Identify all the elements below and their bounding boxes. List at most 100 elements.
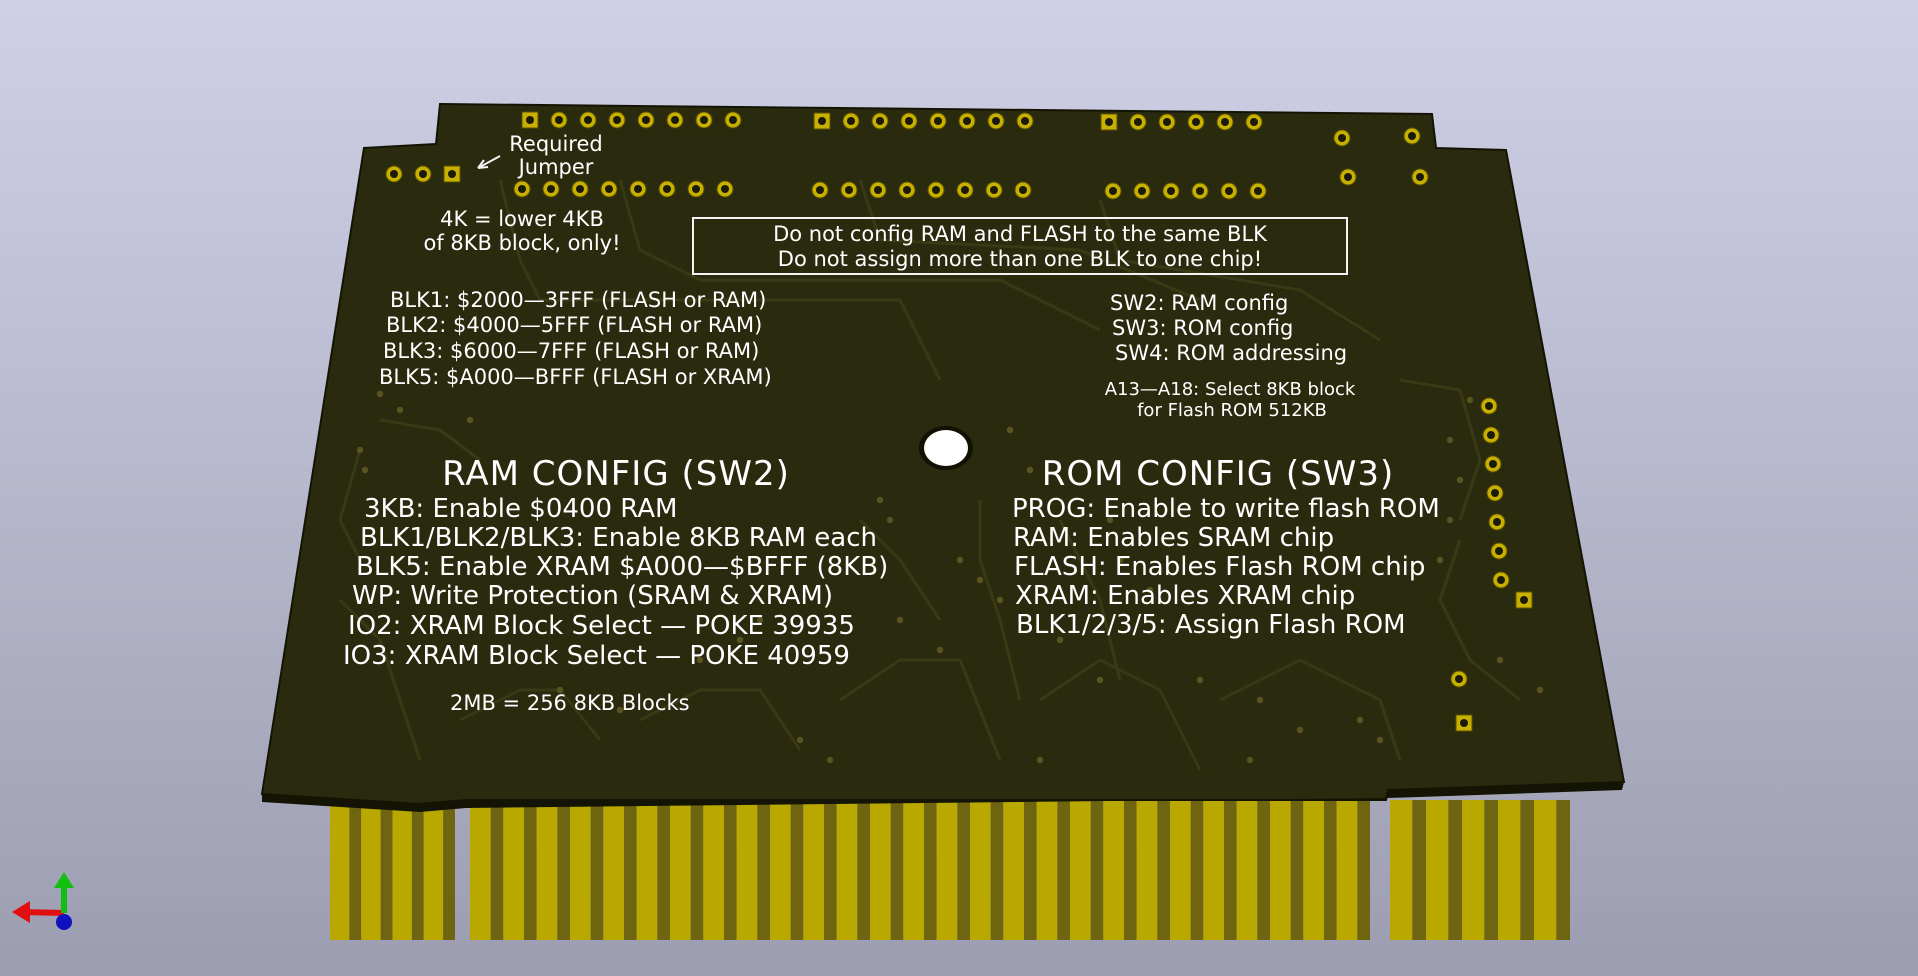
- warning-box: [692, 217, 1348, 275]
- finger-gap: [1357, 800, 1370, 940]
- axis-y-arrowhead: [54, 872, 74, 888]
- blk-map-line-1: BLK1: $2000—3FFF (FLASH or RAM): [390, 288, 766, 312]
- required-jumper-line-2: Jumper: [517, 155, 594, 179]
- gold-finger: [636, 800, 658, 940]
- via: [1446, 436, 1454, 444]
- finger-gap: [924, 800, 937, 940]
- via: [1536, 686, 1544, 694]
- gold-finger: [536, 800, 558, 940]
- gold-finger: [603, 800, 624, 940]
- gold-finger: [1236, 800, 1258, 940]
- via: [976, 576, 984, 584]
- gold-finger: [330, 800, 350, 940]
- finger-gap: [1448, 800, 1462, 940]
- via: [796, 736, 804, 744]
- via: [556, 686, 564, 694]
- finger-gap: [590, 800, 604, 940]
- finger-gap: [1090, 800, 1104, 940]
- note-4k-line-1: 4K = lower 4KB: [440, 207, 604, 231]
- via: [356, 446, 364, 454]
- via: [1256, 696, 1264, 704]
- finger-gap: [1520, 800, 1534, 940]
- via: [876, 496, 884, 504]
- via: [1006, 426, 1014, 434]
- via: [1246, 756, 1254, 764]
- finger-gap: [1224, 800, 1237, 940]
- address-note-line-1: A13—A18: Select 8KB block: [1105, 379, 1356, 400]
- mounting-hole: [919, 426, 973, 470]
- blk-map-line-2: BLK2: $4000—5FFF (FLASH or RAM): [386, 313, 762, 337]
- finger-gap: [1024, 800, 1037, 940]
- finger-gap: [657, 800, 670, 940]
- finger-gap: [557, 800, 570, 940]
- rom-config-line-4: XRAM: Enables XRAM chip: [1015, 581, 1355, 611]
- blk-map-line-4: BLK5: $A000—BFFF (FLASH or XRAM): [379, 365, 772, 389]
- via: [1146, 586, 1154, 594]
- finger-gap: [1556, 800, 1570, 940]
- gold-finger: [1036, 800, 1058, 940]
- via: [886, 516, 894, 524]
- gold-finger: [423, 800, 444, 940]
- via: [1096, 676, 1104, 684]
- gold-finger: [570, 800, 591, 940]
- ram-config-line-5: IO2: XRAM Block Select — POKE 39935: [348, 611, 855, 641]
- via: [1456, 476, 1464, 484]
- gold-finger: [936, 800, 958, 940]
- silkscreen-layer: Required Jumper 4K = lower 4KB of 8KB bl…: [343, 132, 1440, 715]
- gold-finger: [736, 800, 758, 940]
- axis-gizmo[interactable]: [12, 872, 74, 930]
- required-jumper-line-1: Required: [509, 132, 602, 156]
- edge-connector: [330, 800, 1570, 940]
- via: [1376, 736, 1384, 744]
- rom-config-line-3: FLASH: Enables Flash ROM chip: [1014, 552, 1425, 582]
- gold-finger: [1270, 800, 1291, 940]
- vias: [356, 390, 1544, 764]
- header-pins: [385, 111, 1533, 732]
- switch-legend-sw2: SW2: RAM config: [1110, 291, 1288, 315]
- via: [996, 596, 1004, 604]
- gold-finger: [1426, 800, 1449, 940]
- blk-map-line-3: BLK3: $6000—7FFF (FLASH or RAM): [383, 339, 759, 363]
- finger-gap: [890, 800, 904, 940]
- gold-finger: [1070, 800, 1091, 940]
- via: [1056, 636, 1064, 644]
- axis-z-dot: [56, 914, 72, 930]
- finger-gap: [1257, 800, 1270, 940]
- gold-finger: [870, 800, 891, 940]
- ram-config-footer: 2MB = 256 8KB Blocks: [450, 691, 690, 715]
- warning-line-1: Do not config RAM and FLASH to the same …: [773, 222, 1268, 246]
- via: [1496, 656, 1504, 664]
- via: [956, 556, 964, 564]
- switch-legend-sw3: SW3: ROM config: [1112, 316, 1293, 340]
- finger-gap: [1290, 800, 1304, 940]
- via: [1196, 676, 1204, 684]
- gold-finger: [703, 800, 724, 940]
- ram-config-title: RAM CONFIG (SW2): [442, 454, 790, 494]
- finger-gap: [1484, 800, 1498, 940]
- pcb-board-edge: [262, 782, 1624, 812]
- ram-config-line-2: BLK1/BLK2/BLK3: Enable 8KB RAM each: [360, 523, 877, 553]
- via: [1466, 396, 1474, 404]
- finger-gap: [790, 800, 804, 940]
- gold-finger: [1203, 800, 1224, 940]
- finger-gap: [380, 800, 393, 940]
- gold-finger: [1336, 800, 1358, 940]
- ram-config-line-6: IO3: XRAM Block Select — POKE 40959: [343, 641, 850, 671]
- rom-config-line-2: RAM: Enables SRAM chip: [1013, 523, 1334, 553]
- via: [1436, 556, 1444, 564]
- axis-x-arrowhead: [12, 901, 30, 923]
- gold-finger: [470, 800, 491, 940]
- gold-finger: [770, 800, 791, 940]
- finger-gap: [1412, 800, 1426, 940]
- via: [696, 656, 704, 664]
- finger-gap: [411, 800, 424, 940]
- via: [466, 416, 474, 424]
- gold-finger: [1136, 800, 1158, 940]
- finger-gap: [857, 800, 870, 940]
- gold-finger: [670, 800, 691, 940]
- finger-gap: [757, 800, 770, 940]
- via: [616, 706, 624, 714]
- finger-gap: [624, 800, 637, 940]
- finger-gap: [524, 800, 537, 940]
